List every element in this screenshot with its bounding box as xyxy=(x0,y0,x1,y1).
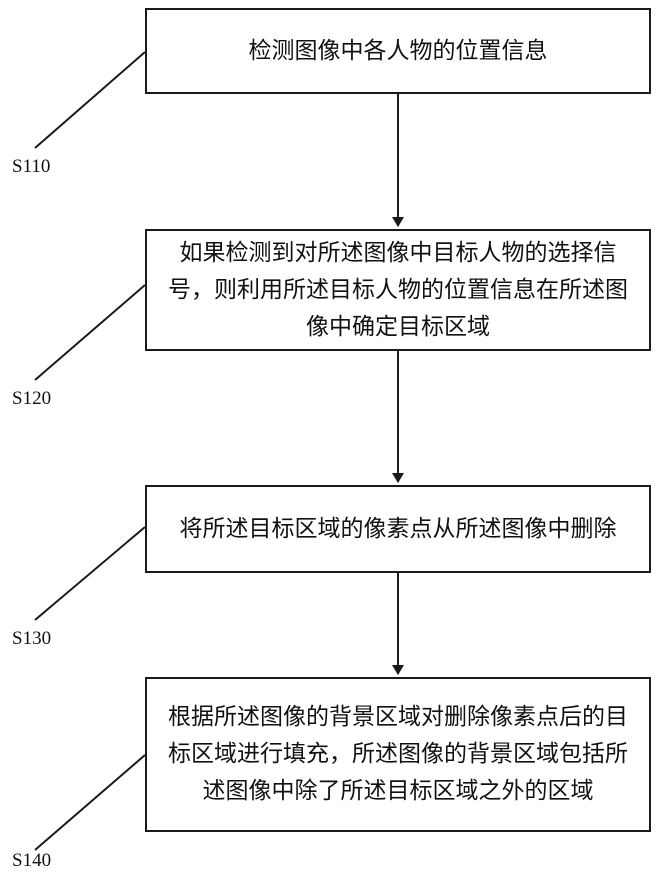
step-text-s120: 如果检测到对所述图像中目标人物的选择信号，则利用所述目标人物的位置信息在所述图像… xyxy=(157,235,639,346)
leader-line-s130 xyxy=(35,527,145,620)
step-box-s130: 将所述目标区域的像素点从所述图像中删除 xyxy=(145,485,651,573)
leader-line-s120 xyxy=(35,285,145,380)
leader-line-s140 xyxy=(35,755,145,850)
step-text-s110: 检测图像中各人物的位置信息 xyxy=(249,33,548,70)
step-text-s130: 将所述目标区域的像素点从所述图像中删除 xyxy=(180,511,617,548)
step-box-s120: 如果检测到对所述图像中目标人物的选择信号，则利用所述目标人物的位置信息在所述图像… xyxy=(145,229,651,351)
step-text-s140: 根据所述图像的背景区域对删除像素点后的目标区域进行填充，所述图像的背景区域包括所… xyxy=(157,699,639,810)
step-box-s140: 根据所述图像的背景区域对删除像素点后的目标区域进行填充，所述图像的背景区域包括所… xyxy=(145,677,651,832)
step-label-s120: S120 xyxy=(12,388,51,410)
step-label-s130: S130 xyxy=(12,628,51,650)
step-box-s110: 检测图像中各人物的位置信息 xyxy=(145,8,651,94)
step-label-s140: S140 xyxy=(12,850,51,872)
leader-line-s110 xyxy=(35,52,145,148)
step-label-s110: S110 xyxy=(12,156,50,178)
